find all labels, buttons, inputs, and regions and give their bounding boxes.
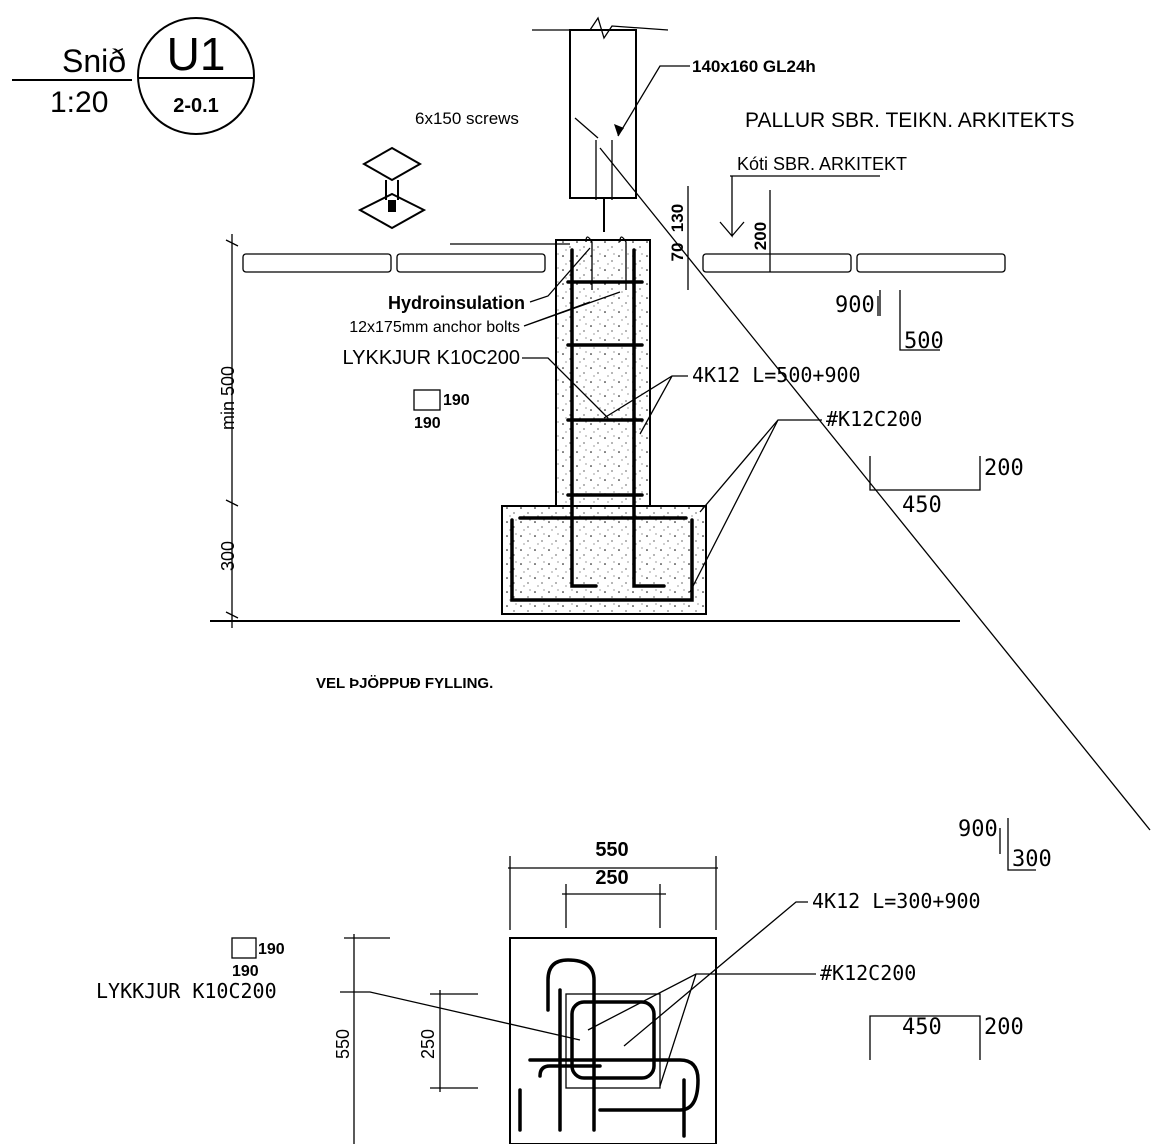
hydro-leader xyxy=(529,247,591,303)
plan-stirrup-square-width: 190 xyxy=(258,941,285,958)
stirrup-square-height: 190 xyxy=(414,415,441,432)
dim-70: 70 xyxy=(668,243,687,262)
mesh-shape-sketch xyxy=(869,456,981,491)
level-arrow xyxy=(719,176,745,238)
plan-mesh-label: #K12C200 xyxy=(820,961,916,985)
plan-view xyxy=(509,937,717,1144)
deck-label: PALLUR SBR. TEIKN. ARKITEKTS xyxy=(745,109,1075,132)
column-break-line xyxy=(532,16,669,40)
plan-dim-550-side: 550 xyxy=(333,1029,353,1059)
anchor-bolts-leader xyxy=(523,291,621,327)
column-leader-arrow xyxy=(614,124,624,136)
vertical-dimensions xyxy=(225,234,239,628)
mesh-shape-200: 200 xyxy=(984,456,1024,481)
column-outline xyxy=(569,29,637,199)
dim-300: 300 xyxy=(218,541,238,571)
dim-min500: min 500 xyxy=(218,366,238,430)
pedestal-isometric-icon xyxy=(357,146,427,230)
plan-mesh-450: 450 xyxy=(902,1015,942,1040)
mesh-label: #K12C200 xyxy=(826,407,922,431)
timber-column xyxy=(532,16,669,232)
dim-130: 130 xyxy=(668,204,687,232)
plan-mesh-shape-sketch xyxy=(869,1015,981,1060)
title-block: Snið 1:20 U1 2-0.1 xyxy=(12,17,255,135)
section-circle xyxy=(137,17,255,135)
stirrup-square-icon xyxy=(413,389,441,411)
plan-bars-label: 4K12 L=300+900 xyxy=(812,889,981,913)
plan-stirrup-square-icon xyxy=(231,937,257,959)
column-label: 140x160 GL24h xyxy=(692,57,816,76)
dim-200: 200 xyxy=(751,222,770,250)
screws-label: 6x150 screws xyxy=(415,109,519,128)
plan-dim-250-top: 250 xyxy=(595,867,628,889)
plan-stirrup-square-height: 190 xyxy=(232,963,259,980)
stirrup-square-width: 190 xyxy=(443,392,470,409)
title-scale: 1:20 xyxy=(50,86,108,119)
sheet-ref: 2-0.1 xyxy=(173,95,219,117)
anchor-bolts-label: 12x175mm anchor bolts xyxy=(349,319,520,336)
screws-leader xyxy=(574,117,599,139)
plan-bars-leader xyxy=(623,901,808,1047)
bars-label: 4K12 L=500+900 xyxy=(692,363,861,387)
column-leader xyxy=(617,65,690,137)
hydro-label: Hydroinsulation xyxy=(388,293,525,313)
bars-leader xyxy=(603,375,688,435)
plan-bar-shape-sketch xyxy=(999,818,1036,871)
plan-mesh-leader xyxy=(587,973,816,1087)
concrete-footing xyxy=(501,505,707,615)
plan-stirrups-label: LYKKJUR K10C200 xyxy=(96,979,277,1003)
bar-shape-900: 900 xyxy=(835,293,875,318)
plan-dim-550-top: 550 xyxy=(595,839,628,861)
fill-label: VEL ÞJÖPPUÐ FYLLING. xyxy=(316,675,493,692)
plan-stirrups-leader xyxy=(340,991,581,1041)
plan-bar-300: 300 xyxy=(1012,847,1052,872)
diagonal-line xyxy=(599,147,1151,831)
section-id: U1 xyxy=(167,28,226,80)
bar-shape-sketch xyxy=(877,290,940,351)
mesh-leader xyxy=(689,419,822,593)
title-label: Snið xyxy=(62,43,126,79)
deck-boards xyxy=(242,243,1006,273)
concrete-pier xyxy=(555,236,666,588)
bar-shape-500: 500 xyxy=(904,329,944,354)
stirrups-leader xyxy=(522,357,609,419)
plan-mesh-200: 200 xyxy=(984,1015,1024,1040)
plan-bar-900: 900 xyxy=(958,817,998,842)
plan-dim-250-side: 250 xyxy=(418,1029,438,1059)
stirrups-label: LYKKJUR K10C200 xyxy=(343,347,521,369)
level-label: Kóti SBR. ARKITEKT xyxy=(737,154,907,174)
mesh-shape-450: 450 xyxy=(902,493,942,518)
